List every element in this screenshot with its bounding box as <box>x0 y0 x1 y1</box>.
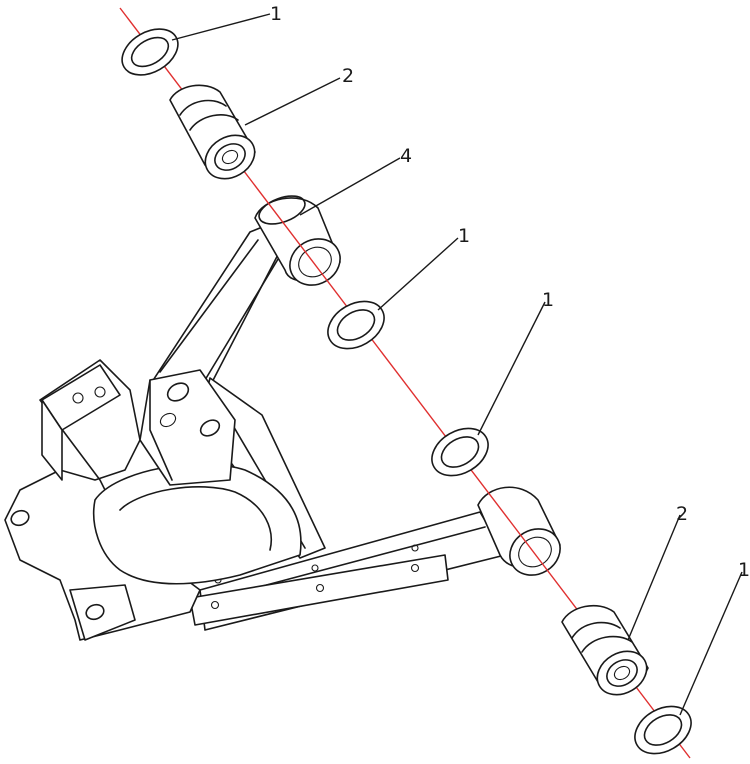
washer-top <box>121 28 179 76</box>
callout-label: 1 <box>458 225 470 247</box>
callout-labels: 1 2 4 1 1 2 1 <box>270 3 750 581</box>
callout-label: 2 <box>342 65 354 87</box>
a-arm-frame <box>4 211 506 641</box>
washer-bottom <box>634 705 692 755</box>
bushing-bottom <box>561 604 649 696</box>
washer-middle-lower <box>431 427 489 477</box>
callout-label: 1 <box>738 559 750 581</box>
upper-pivot-tube <box>254 195 341 286</box>
callout-label: 2 <box>676 503 688 525</box>
callout-label: 4 <box>400 145 412 167</box>
callout-label: 1 <box>270 3 282 25</box>
callout-label: 1 <box>542 289 554 311</box>
bushing-top <box>169 84 256 180</box>
lower-pivot-tube <box>477 486 561 576</box>
leader-lines <box>171 13 743 716</box>
washer-middle-upper <box>327 300 385 350</box>
